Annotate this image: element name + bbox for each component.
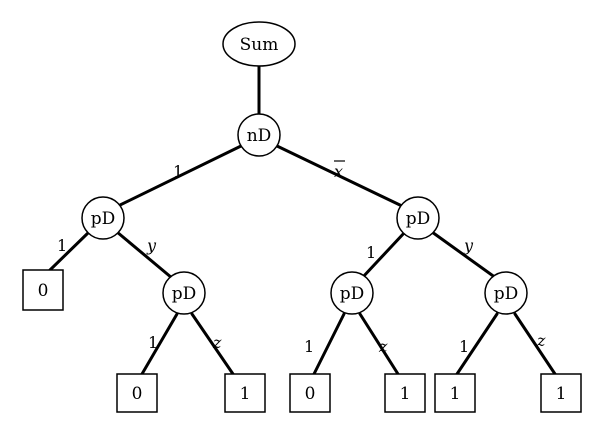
pd-right-left-circle	[330, 271, 374, 315]
edge-label-right-right-to-leaf-right: z	[536, 331, 546, 350]
edge-label-nd-left: 1	[173, 162, 183, 181]
edge-pd-right-left-leaf-4	[312, 312, 346, 376]
edge-label-pd-left-to-child: y	[146, 236, 157, 255]
leaf-1-box	[22, 269, 64, 311]
leaf-4-label: 0	[305, 384, 316, 404]
leaf-5: 1	[384, 373, 426, 413]
edge-label-pd-right-to-right: y	[463, 236, 474, 255]
pd-right-right-circle	[484, 271, 528, 315]
leaf-7-box	[540, 373, 582, 413]
edge-label-nd-right-group: x	[334, 160, 345, 181]
edge-pd-child-leaf-2	[140, 312, 179, 376]
leaf-6: 1	[434, 373, 476, 413]
leaf-2: 0	[116, 373, 158, 413]
edge-pd-right-pd-right-right	[430, 230, 498, 280]
leaf-2-label: 0	[132, 384, 143, 404]
node-pd-right: pD	[396, 196, 440, 240]
leaf-3: 1	[224, 373, 266, 413]
edge-pd-child-leaf-3	[190, 312, 235, 376]
edge-pd-left-leaf-1	[48, 230, 91, 272]
leaf-7-label: 1	[556, 384, 567, 404]
pd-left-child-circle	[162, 271, 206, 315]
edge-label-child-to-leaf-right: z	[212, 333, 222, 352]
edge-label-pd-right-to-left: 1	[366, 243, 376, 262]
edge-nd-pd-left	[116, 144, 243, 208]
edge-label-child-to-leaf-left: 1	[148, 333, 158, 352]
leaf-2-box	[116, 373, 158, 413]
leaf-5-box	[384, 373, 426, 413]
edge-pd-right-pd-right-left	[360, 230, 407, 280]
leaf-6-box	[434, 373, 476, 413]
edge-nd-pd-right	[275, 144, 404, 208]
node-nd: nD	[237, 113, 281, 157]
node-pd-left: pD	[81, 196, 125, 240]
edge-pd-right-right-leaf-7	[513, 312, 557, 376]
edge-pd-left-pd-child	[115, 230, 174, 280]
edge-pd-right-left-leaf-5	[358, 312, 400, 376]
node-pd-right-left: pD	[330, 271, 374, 315]
node-sum: Sum	[222, 21, 296, 67]
edge-labels: 1 x 1 y 1 z 1 y 1 z 1 z	[57, 160, 546, 356]
pd-right-label: pD	[406, 209, 431, 229]
node-pd-left-child: pD	[162, 271, 206, 315]
edge-label-right-left-to-leaf-right: z	[378, 337, 388, 356]
edges	[48, 63, 557, 376]
sum-ellipse	[222, 21, 296, 67]
node-pd-right-right: pD	[484, 271, 528, 315]
leaf-5-label: 1	[400, 384, 411, 404]
pd-left-child-label: pD	[172, 284, 197, 304]
leaf-1: 0	[22, 269, 64, 311]
leaf-6-label: 1	[450, 384, 461, 404]
pd-right-circle	[396, 196, 440, 240]
edge-label-right-right-to-leaf-left: 1	[459, 337, 469, 356]
sum-label: Sum	[240, 35, 279, 55]
nd-circle	[237, 113, 281, 157]
leaf-3-box	[224, 373, 266, 413]
edge-pd-right-right-leaf-6	[455, 312, 499, 376]
edge-label-nd-right: x	[334, 162, 343, 181]
pd-right-left-label: pD	[340, 284, 365, 304]
leaf-1-label: 0	[38, 281, 49, 301]
edge-label-pd-left-to-leaf: 1	[57, 236, 67, 255]
pd-left-label: pD	[91, 209, 116, 229]
leaf-3-label: 1	[240, 384, 251, 404]
nd-label: nD	[247, 126, 272, 146]
pd-left-circle	[81, 196, 125, 240]
pd-right-right-label: pD	[494, 284, 519, 304]
leaf-7: 1	[540, 373, 582, 413]
leaf-4-box	[289, 373, 331, 413]
leaf-4: 0	[289, 373, 331, 413]
edge-label-right-left-to-leaf-left: 1	[304, 337, 314, 356]
